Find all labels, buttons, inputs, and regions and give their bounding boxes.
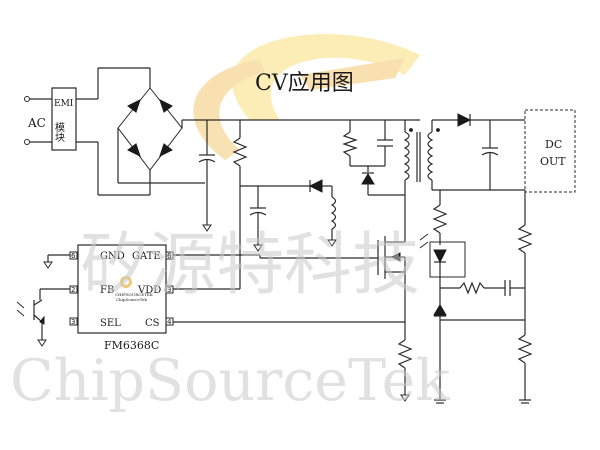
emi-module [51,87,77,151]
ic-pin-fb-number: 2 [71,286,75,294]
dc-out-label-2: OUT [540,155,566,168]
feedback-network [429,190,533,404]
emi-label: EMI [54,99,74,109]
ic-pin-fb-label: FB [100,285,114,296]
opto-phototransistor [16,289,47,347]
ic-pin-cs-label: CS [145,318,160,329]
optocoupler-led-arrows [419,233,429,249]
dc-out-label-1: DC [545,138,562,151]
ic-pin-gate-number: 6 [167,252,172,260]
ic-pin-sel-label: SEL [100,318,121,329]
ic-pin-gnd-label: GND [100,251,125,262]
ic-pin-gnd-number: 6 [71,252,76,260]
ic-pin-cs-number: 4 [167,318,172,326]
ic-pin-gate-label: GATE [132,251,161,262]
ic-logo [120,276,132,288]
emi-sublabel-1: 模块 [53,122,65,143]
ic-pin-vdd-number: 3 [167,286,171,294]
watermark-cn: 矽源特科技 [80,226,420,305]
ic-part-number: FM6368C [104,339,159,352]
bridge-rectifier [117,87,420,171]
bridge-wiring [76,67,205,196]
ac-terminals [24,96,52,145]
transformer [403,120,440,230]
ic-logo-brand: CHIPSOURCETEK [115,292,154,297]
startup-resistor [232,120,248,258]
dc-out-box [524,109,576,193]
ic-pin-vdd-label: VDD [137,285,161,296]
rcd-snubber [342,120,405,196]
output-rectifier [432,113,525,191]
diagram-title: CV应用图 [255,71,354,96]
vdd-supply-network [240,179,337,252]
ic-body [77,244,167,334]
watermark-en: ChipSourceTek [10,348,450,414]
power-mosfet [260,230,413,402]
ic-logo-sub: ChipSourceTek [116,297,147,302]
ac-label: AC [27,116,46,130]
brand-logo-watermark [193,34,420,160]
bulk-capacitor [198,120,216,232]
ic-pin-sel-number: 3 [71,318,75,326]
ic-wiring [40,254,405,323]
